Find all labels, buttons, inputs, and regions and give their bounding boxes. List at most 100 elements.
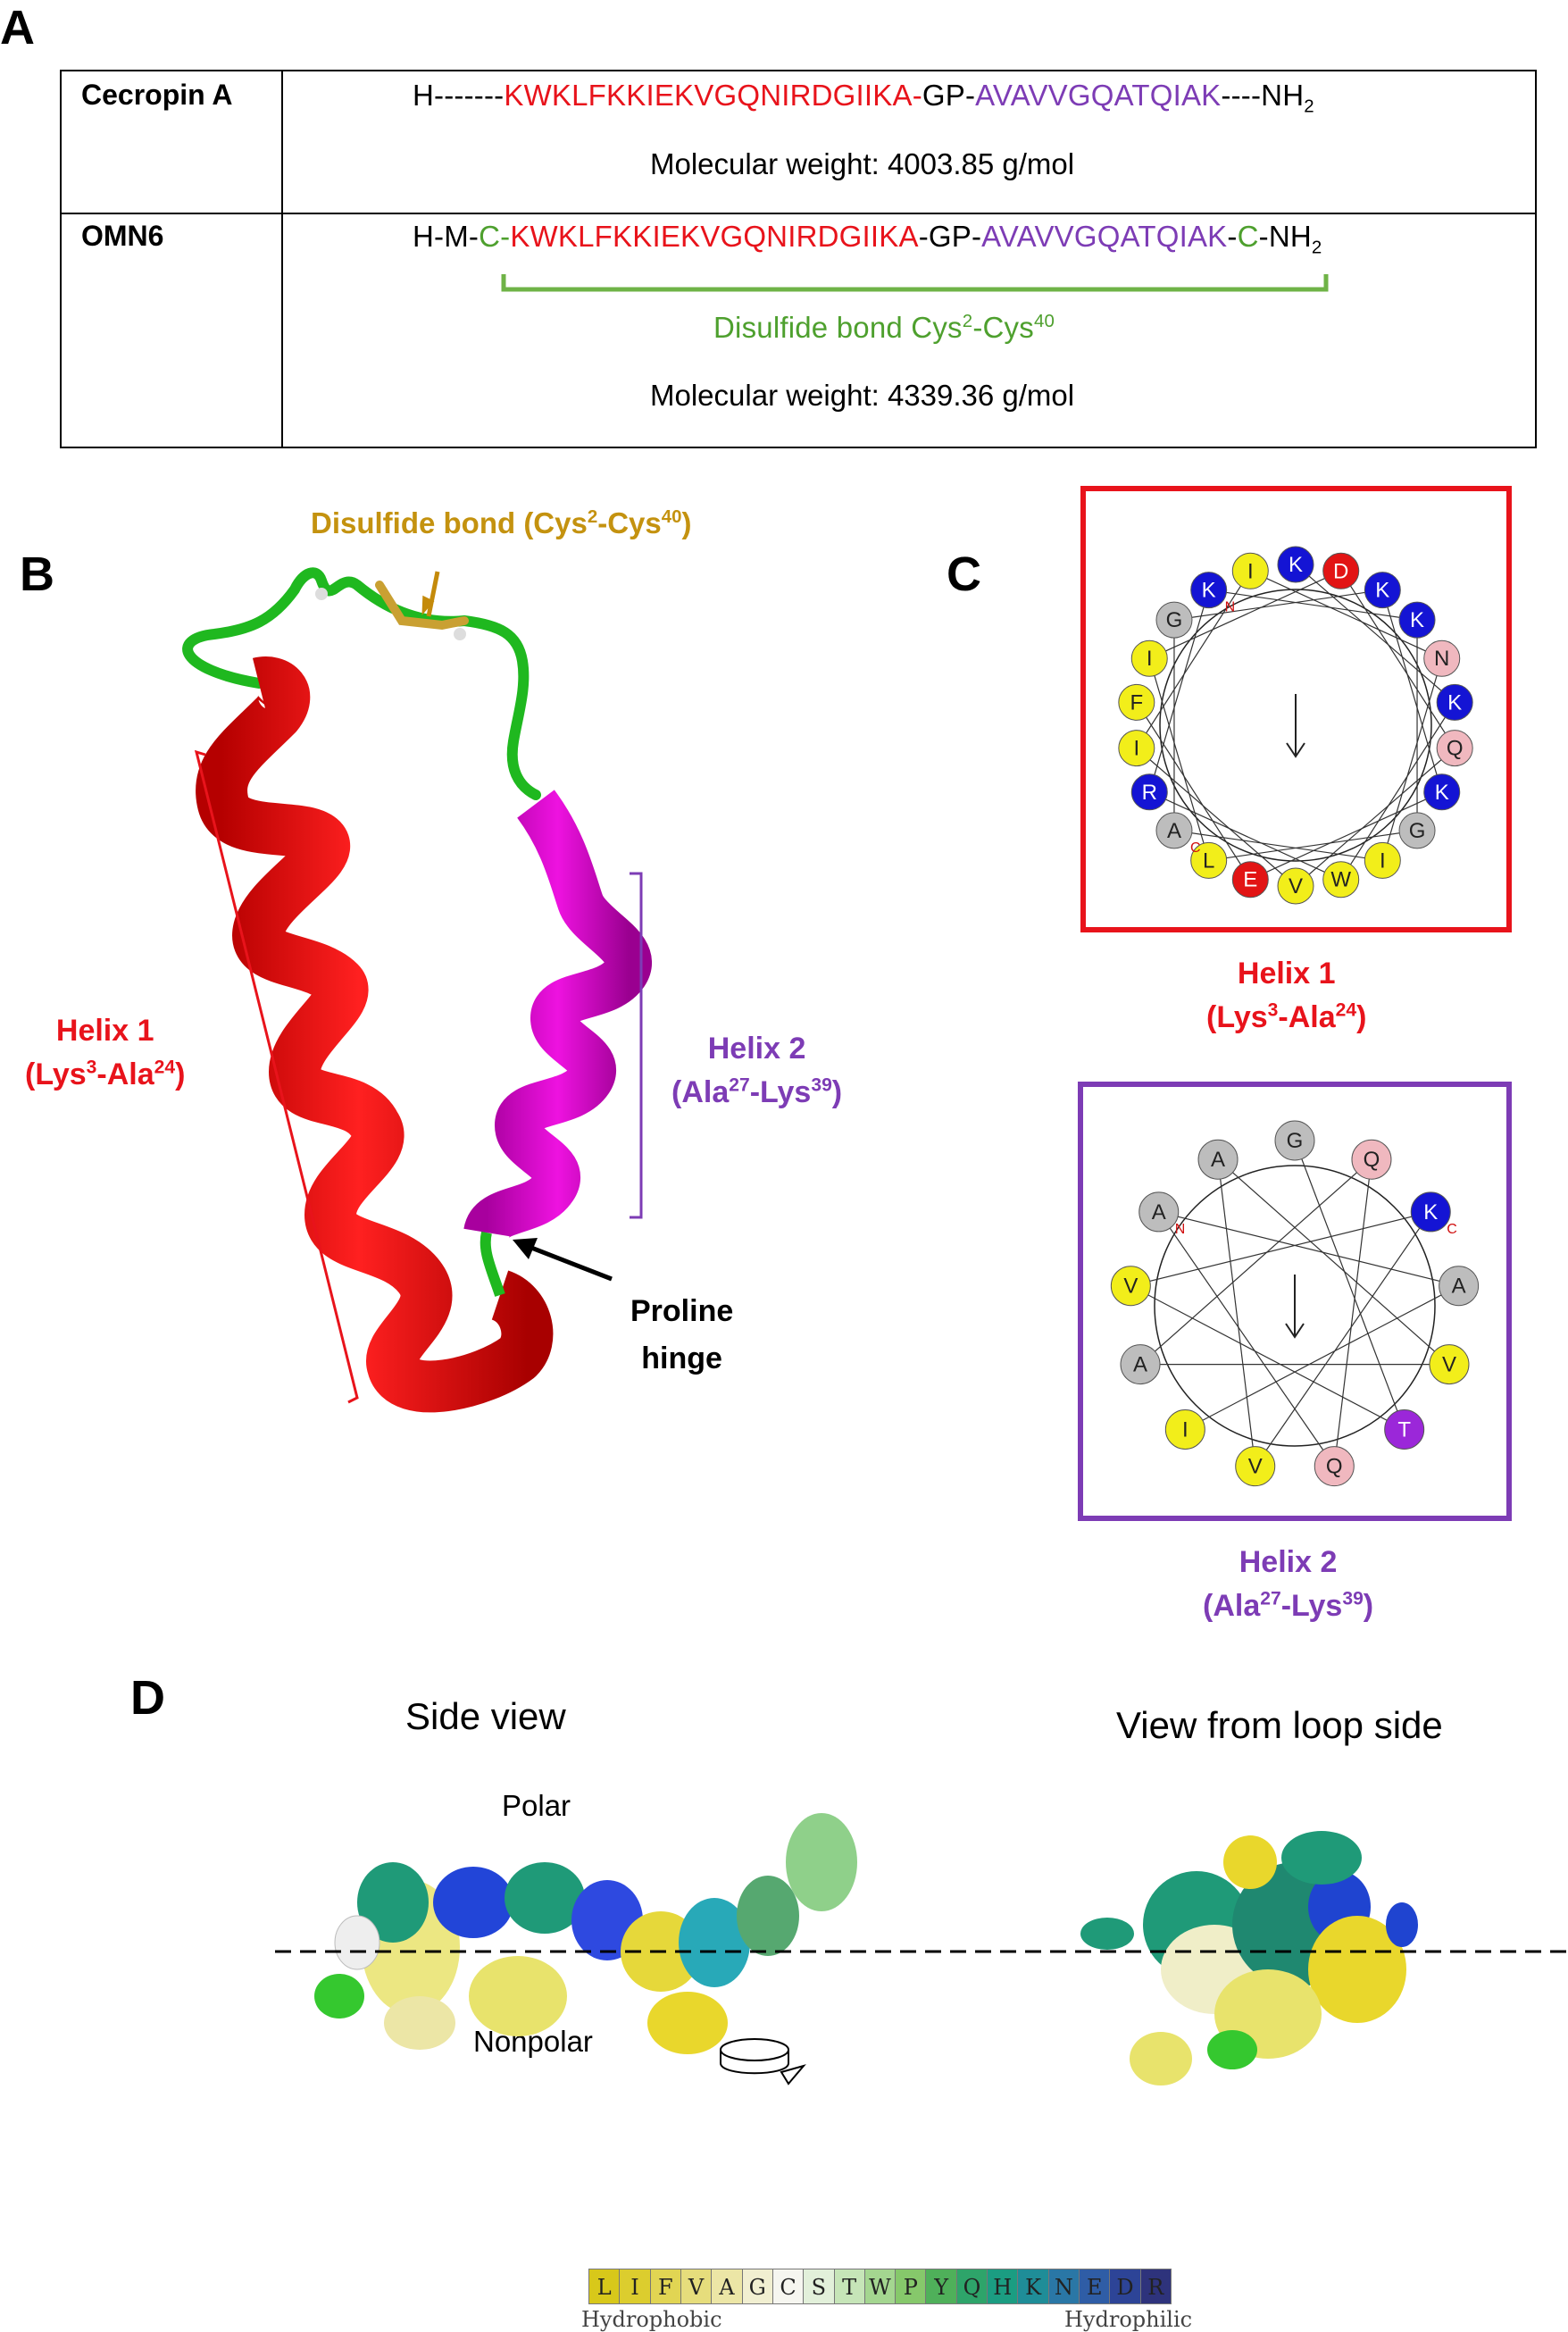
residue-label: I [1247,559,1254,583]
residue-circle [1436,683,1473,721]
row-label-omn6: OMN6 [81,220,164,252]
mw-cecropin-a: Molecular weight: 4003.85 g/mol [650,147,1075,180]
residue-label: T [1397,1417,1411,1442]
residue-label: I [1380,848,1386,873]
residue-circle [1429,1344,1470,1385]
residue-circle [1384,1408,1425,1450]
helix2-label: Helix 2 (Ala27-Lys39) [671,1032,843,1110]
terminus-marker: N [1175,1222,1186,1237]
residue-label: K [1410,608,1424,632]
residue-circle [1231,552,1269,589]
seq-terminus-h: H------- [413,79,505,112]
scale-cell: Q [955,2269,988,2304]
residue-label: V [1123,1275,1138,1299]
sequence-table: Cecropin A H-------KWKLFKKIEKVGQNIRDGIIK… [60,70,1537,448]
side-view-title: Side view [405,1695,566,1737]
residue-circle [1120,1344,1161,1385]
seq-gp-segment: -GP- [918,220,982,253]
residue-label: V [1289,874,1303,899]
scale-cell: R [1139,2269,1172,2304]
residue-label: G [1287,1129,1304,1153]
scale-cell: S [803,2269,835,2304]
residue-circle [1130,639,1168,677]
wheel-connector [1139,1158,1372,1366]
residue-label: A [1211,1148,1225,1172]
row-label-cecropin-a: Cecropin A [81,79,233,111]
residue-label: K [1435,781,1449,805]
scale-cell: V [680,2269,713,2304]
rotate-icon [720,2038,806,2085]
wheel-connector [1208,830,1418,862]
proline-hinge-label: Proline hinge [630,1294,734,1375]
wheel-connector [1130,1211,1431,1287]
residue-label: I [1133,737,1139,761]
disulfide-bond-title: Disulfide bond (Cys2-Cys40) [311,506,692,539]
wheel-connector [1185,1285,1459,1431]
residue-circle [1314,1446,1355,1487]
residue-label: F [1130,690,1143,715]
residue-label: K [1202,579,1216,603]
wheel-connector [1136,702,1251,881]
residue-circle [1118,730,1155,767]
residue-label: A [1133,1353,1147,1377]
residue-label: K [1447,690,1462,715]
terminus-marker: C [1447,1222,1457,1237]
residue-label: I [1147,647,1153,671]
residue-circle [1277,867,1314,905]
residue-label: V [1442,1353,1456,1377]
proline-hinge-arrow [513,1238,613,1282]
residue-circle [1118,683,1155,721]
residue-circle [1423,773,1461,811]
scale-cell: D [1109,2269,1141,2304]
hydrophilic-label: Hydrophilic [1064,2307,1193,2332]
seq-helix1-segment: KWKLFKKIEKVGQNIRDGIIKA- [504,79,922,112]
scale-cell: F [649,2269,681,2304]
scale-cell: E [1079,2269,1111,2304]
seq-sub-2: 2 [1304,96,1314,117]
residue-circle [1164,1408,1205,1450]
wheel-connector [1208,589,1418,621]
wheel-connector [1294,1140,1405,1430]
scale-cell: H [987,2269,1019,2304]
residue-label: N [1434,647,1449,671]
seq-cys40: C [1237,220,1259,253]
wheel-connector [1250,570,1442,659]
residue-label: A [1167,819,1181,843]
polar-label: Polar [502,1789,571,1822]
wheel-connector [1381,658,1443,861]
residue-circle [1190,572,1228,609]
wheel-connector [1173,589,1383,621]
residue-circle [1410,1191,1451,1233]
residue-circle [1231,861,1269,899]
hydrophobic-label: Hydrophobic [581,2307,722,2332]
wheel-connector [1295,564,1455,703]
wheel-connector [1136,570,1251,748]
residue-circle [1190,841,1228,879]
wheel-inner-circle [1159,589,1432,862]
seq-gp-segment: GP- [922,79,976,112]
wheel-connector [1158,1211,1335,1467]
residue-circle [1274,1120,1315,1161]
wheel-connector [1148,589,1210,792]
residue-label: K [1289,553,1303,577]
wheel-connector [1149,791,1341,881]
residue-label: W [1330,868,1351,892]
table-column-divider [281,71,283,447]
scale-cell: I [619,2269,651,2304]
scale-cell: K [1017,2269,1049,2304]
wheel-connector [1130,1285,1405,1431]
panel-label-c: C [947,547,981,601]
residue-label: K [1375,579,1389,603]
hydrophobic-moment-arrow [1285,1275,1305,1339]
panel-label-d: D [130,1671,165,1725]
residue-circle [1110,1266,1151,1307]
seq-terminus-hm: H-M- [413,220,480,253]
mw-omn6: Molecular weight: 4339.36 g/mol [650,379,1075,412]
seq-terminus-nh: -NH [1258,220,1312,253]
wheel-connector [1295,748,1455,887]
helix2-bracket [630,872,643,1219]
panel-label-b: B [20,547,54,601]
loop-view-title: View from loop side [1116,1704,1443,1746]
wheel-connector [1340,570,1455,748]
